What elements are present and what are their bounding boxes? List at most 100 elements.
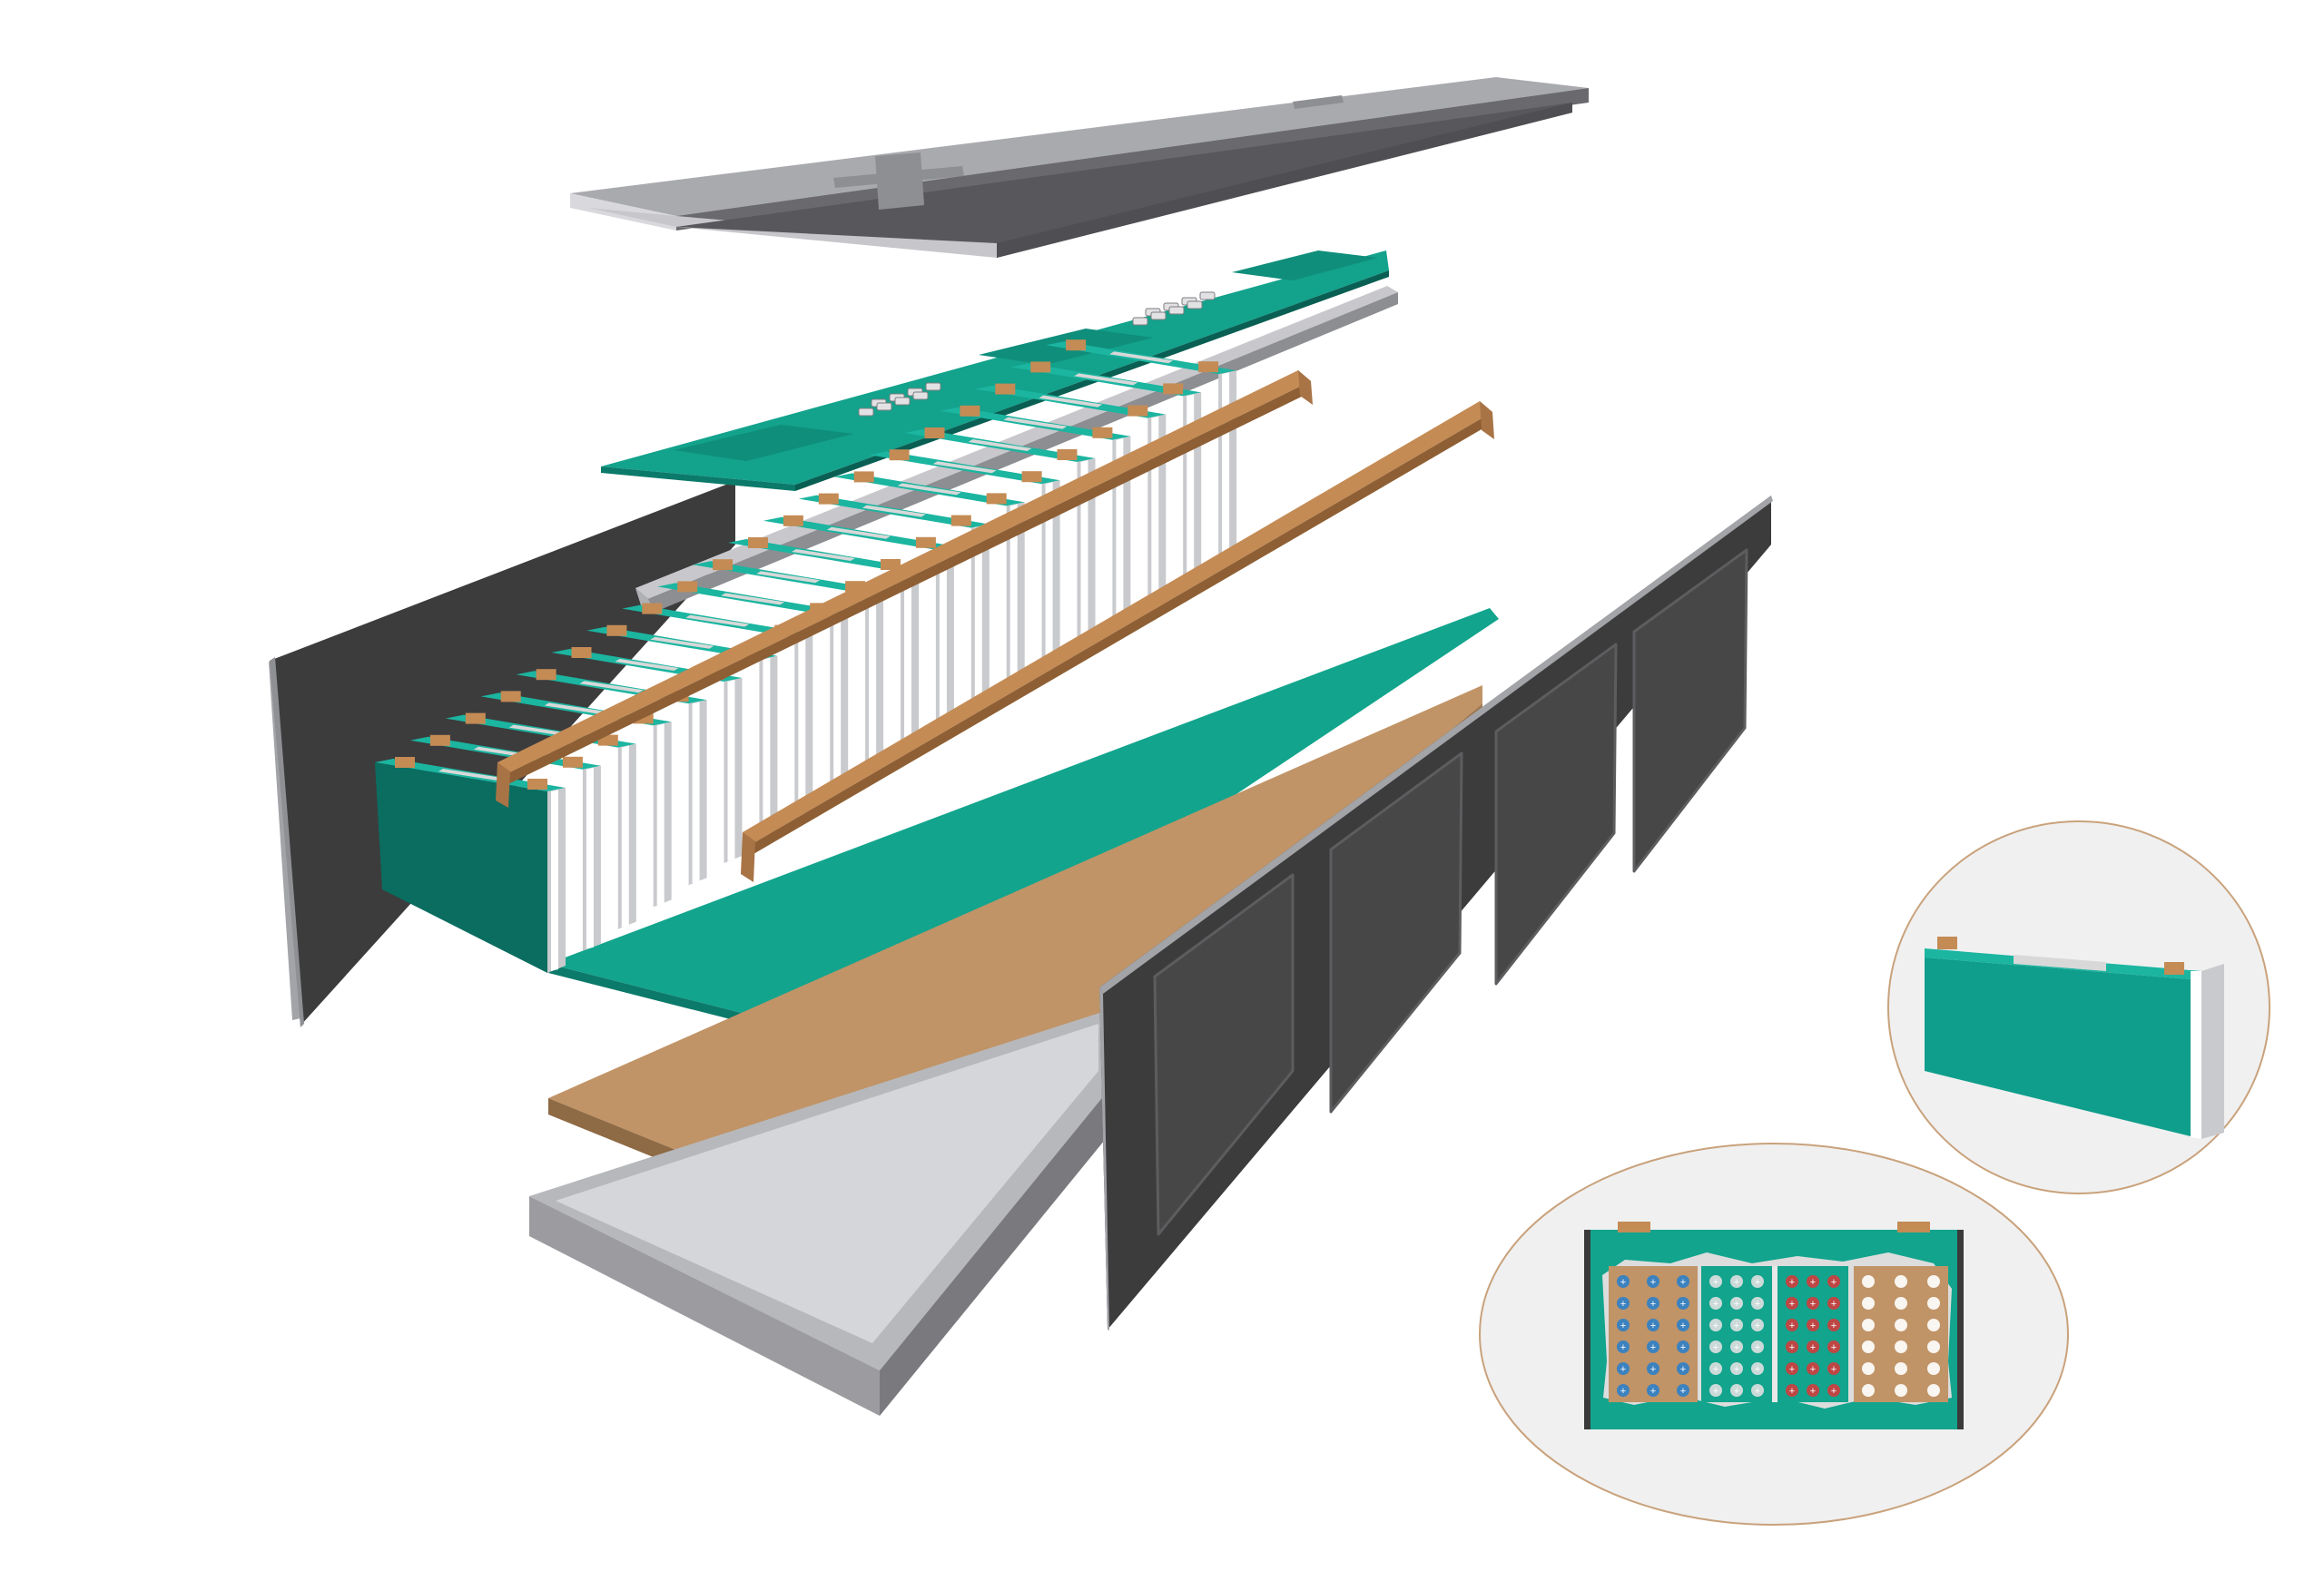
charge-mark: [1647, 1275, 1659, 1288]
smd-component: [1132, 317, 1148, 326]
cell-terminal: [986, 493, 1007, 505]
callout-single-cell: [1887, 820, 2270, 1194]
charge-sign: -: [1866, 1277, 1870, 1288]
charge-sign: -: [1932, 1342, 1935, 1353]
charge-mark: [1677, 1362, 1689, 1375]
charge-sign: -: [1899, 1299, 1903, 1310]
charge-sign: +: [1810, 1299, 1816, 1310]
charge-mark: [1617, 1275, 1630, 1288]
charge-mark: [1807, 1319, 1819, 1331]
smd-component: [858, 408, 874, 417]
charge-sign: +: [1713, 1364, 1718, 1375]
charge-sign: +: [1680, 1342, 1686, 1353]
section-terminal-right: [1897, 1222, 1930, 1232]
cell-terminal: [915, 536, 936, 548]
charge-mark: [1709, 1319, 1722, 1331]
bms-components-a: [858, 382, 941, 417]
charge-sign: +: [1755, 1364, 1760, 1375]
smd-component: [912, 391, 929, 400]
charge-mark: [1862, 1384, 1875, 1397]
cell-terminal: [536, 669, 556, 681]
charge-sign: +: [1831, 1342, 1837, 1353]
charge-sign: +: [1789, 1386, 1795, 1397]
charge-sign: +: [1713, 1386, 1718, 1397]
cell-terminal: [881, 559, 901, 570]
charge-mark: [1862, 1297, 1875, 1310]
charge-mark: [1786, 1319, 1798, 1331]
charge-sign: +: [1755, 1299, 1760, 1310]
cell-terminal: [1128, 405, 1148, 417]
cell-terminal: [562, 756, 583, 768]
charge-mark: [1751, 1319, 1764, 1331]
charge-sign: +: [1789, 1342, 1795, 1353]
charge-mark: [1895, 1384, 1907, 1397]
charge-mark: [1862, 1340, 1875, 1353]
charge-mark: [1895, 1275, 1907, 1288]
cell-terminal: [960, 405, 980, 417]
charge-mark: [1862, 1275, 1875, 1288]
charge-sign: +: [1620, 1386, 1626, 1397]
charge-mark: [1647, 1384, 1659, 1397]
charge-mark: [1827, 1319, 1840, 1331]
cell-terminal: [465, 712, 486, 724]
cell-terminal: [395, 757, 415, 768]
charge-sign: +: [1734, 1364, 1739, 1375]
battery-cell: [904, 427, 1096, 643]
charge-sign: +: [1831, 1321, 1837, 1331]
cell-terminal: [1030, 361, 1051, 373]
battery-cell: [869, 449, 1060, 666]
charge-sign: +: [1755, 1342, 1760, 1353]
charge-sign: +: [1810, 1342, 1816, 1353]
charge-sign: +: [1789, 1321, 1795, 1331]
charge-mark: [1751, 1275, 1764, 1288]
charge-sign: -: [1899, 1386, 1903, 1397]
charge-sign: +: [1734, 1321, 1739, 1331]
charge-mark: [1862, 1319, 1875, 1331]
charge-mark: [1647, 1297, 1659, 1310]
charge-mark: [1807, 1362, 1819, 1375]
smd-component: [1168, 306, 1185, 315]
charge-sign: +: [1789, 1364, 1795, 1375]
charge-sign: +: [1650, 1342, 1656, 1353]
charge-mark: [1709, 1362, 1722, 1375]
cell-terminal: [527, 779, 547, 790]
charge-sign: -: [1932, 1386, 1935, 1397]
cell-terminal: [571, 647, 592, 658]
charge-sign: +: [1620, 1277, 1626, 1288]
charge-mark: [1927, 1362, 1940, 1375]
charge-sign: +: [1831, 1386, 1837, 1397]
charge-sign: +: [1713, 1342, 1718, 1353]
charge-mark: [1751, 1297, 1764, 1310]
charge-mark: [1730, 1384, 1743, 1397]
charge-mark: [1927, 1384, 1940, 1397]
battery-cell: [622, 603, 813, 820]
charge-sign: +: [1680, 1321, 1686, 1331]
charge-mark: [1617, 1297, 1630, 1310]
charge-mark: [1827, 1384, 1840, 1397]
charge-mark: [1786, 1362, 1798, 1375]
cathode-layer: ++++++++++++++++++: [1609, 1266, 1698, 1402]
charge-mark: [1807, 1340, 1819, 1353]
cell-terminal: [1066, 339, 1087, 351]
charge-mark: [1709, 1340, 1722, 1353]
charge-sign: -: [1932, 1321, 1935, 1331]
charge-mark: [1677, 1319, 1689, 1331]
charge-sign: -: [1866, 1321, 1870, 1331]
smd-component: [1187, 300, 1203, 309]
charge-sign: +: [1734, 1386, 1739, 1397]
charge-sign: -: [1866, 1342, 1870, 1353]
cell-terminal: [500, 691, 521, 702]
charge-mark: [1751, 1384, 1764, 1397]
cell-terminal: [1057, 449, 1078, 460]
smd-component: [1150, 311, 1167, 320]
negative-terminal-mark: [1293, 95, 1344, 109]
charge-sign: -: [1899, 1342, 1903, 1353]
charge-sign: -: [1932, 1364, 1935, 1375]
charge-sign: +: [1831, 1277, 1837, 1288]
charge-mark: [1927, 1297, 1940, 1310]
charge-sign: +: [1755, 1321, 1760, 1331]
smd-component: [1199, 291, 1216, 300]
charge-mark: [1617, 1319, 1630, 1331]
cell-terminal: [950, 515, 971, 526]
